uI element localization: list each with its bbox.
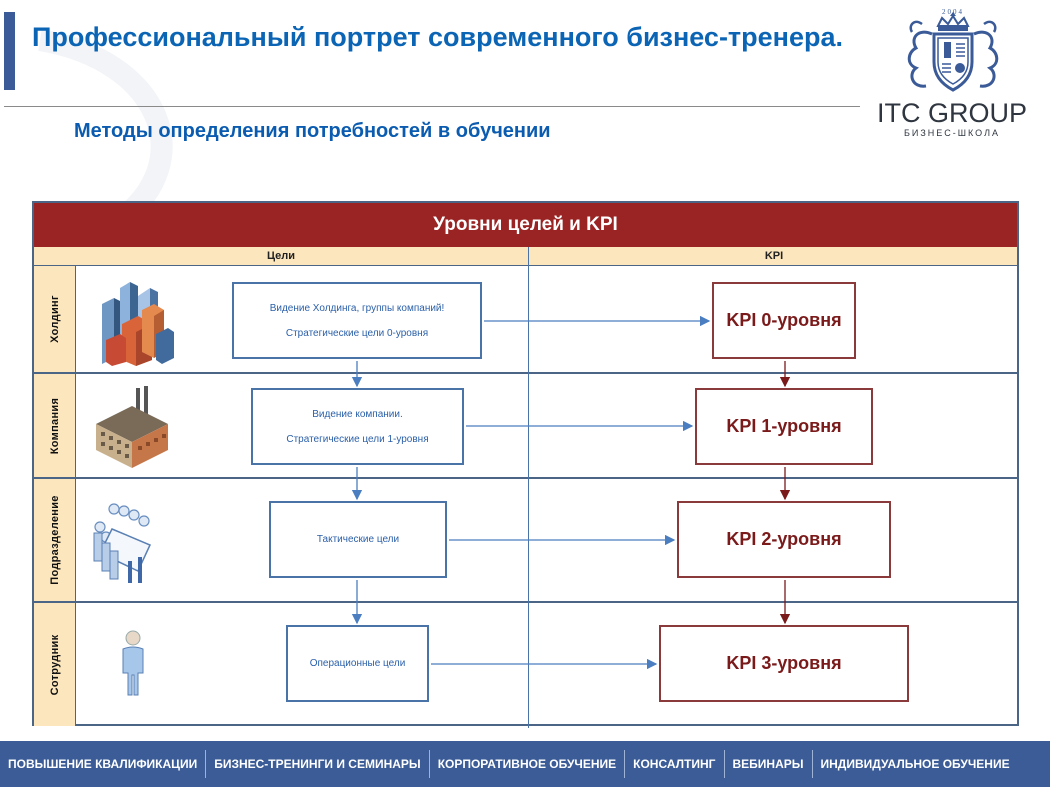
meeting-table-icon (93, 503, 152, 583)
flow-connectors (351, 315, 791, 670)
column-divider (528, 247, 529, 728)
goal-box-level-0: Видение Холдинга, группы компаний! Страт… (232, 282, 482, 359)
goal-text: Видение Холдинга, группы компаний! (269, 302, 445, 314)
goal-text: Стратегические цели 0-уровня (285, 327, 429, 339)
footer-link-trainings[interactable]: БИЗНЕС-ТРЕНИНГИ И СЕМИНАРЫ (206, 750, 430, 778)
logo-wordmark: ITC GROUP (876, 98, 1027, 128)
goal-box-level-3: Операционные цели (286, 625, 429, 702)
footer-link-webinars[interactable]: ВЕБИНАРЫ (725, 750, 813, 778)
goal-text: Видение компании. (312, 408, 403, 420)
footer-link-corporate[interactable]: КОРПОРАТИВНОЕ ОБУЧЕНИЕ (430, 750, 626, 778)
kpi-box-level-1: KPI 1-уровня (695, 388, 873, 465)
column-header-kpi: KPI (764, 250, 784, 262)
footer-link-individual[interactable]: ИНДИВИДУАЛЬНОЕ ОБУЧЕНИЕ (820, 757, 1010, 771)
lane-employee: Сотрудник Операционные цели KPI 3-уровня (34, 603, 1017, 726)
lane-company: Компания Видение компании. Стратегически… (34, 374, 1017, 479)
city-buildings-icon (102, 282, 174, 366)
column-header-goals: Цели (266, 250, 296, 262)
svg-text:2004: 2004 (942, 8, 964, 16)
goal-text: Стратегические цели 1-уровня (286, 433, 429, 445)
lane-label: Холдинг (34, 266, 76, 372)
footer-link-consulting[interactable]: КОНСАЛТИНГ (625, 750, 725, 778)
crest-icon: 2004 (907, 8, 999, 92)
title-divider (4, 106, 860, 107)
footer-link-qualification[interactable]: ПОВЫШЕНИЕ КВАЛИФИКАЦИИ (8, 750, 207, 778)
footer-nav: ПОВЫШЕНИЕ КВАЛИФИКАЦИИ БИЗНЕС-ТРЕНИНГИ И… (0, 741, 1050, 787)
page-subtitle: Методы определения потребностей в обучен… (74, 120, 551, 142)
factory-icon (96, 386, 168, 468)
lane-department: Подразделение Тактические цели KPI 2-уро… (34, 479, 1017, 603)
title-accent-bar (4, 12, 15, 90)
kpi-box-level-2: KPI 2-уровня (677, 501, 891, 578)
kpi-box-level-3: KPI 3-уровня (659, 625, 909, 702)
lane-label: Сотрудник (34, 603, 76, 726)
diagram-title: Уровни целей и KPI (34, 203, 1017, 247)
lane-label: Компания (34, 374, 76, 477)
goals-kpi-diagram: Уровни целей и KPI Цели KPI Холдинг Виде… (32, 201, 1019, 728)
page-title: Профессиональный портрет современного би… (32, 22, 844, 52)
goal-text: Тактические цели (316, 534, 400, 545)
kpi-box-level-0: KPI 0-уровня (712, 282, 856, 359)
itc-group-logo: 2004 ITC GROUP БИЗНЕС-ШКОЛА (874, 4, 1030, 140)
goal-text: Операционные цели (309, 658, 406, 669)
person-icon (122, 630, 144, 696)
column-header-row: Цели KPI (34, 247, 1017, 266)
goal-box-level-2: Тактические цели (269, 501, 447, 578)
lane-holding: Холдинг Видение Холдинга, группы компани… (34, 266, 1017, 374)
lane-label: Подразделение (34, 479, 76, 601)
goal-box-level-1: Видение компании. Стратегические цели 1-… (251, 388, 464, 465)
logo-tagline: БИЗНЕС-ШКОЛА (903, 128, 1000, 138)
